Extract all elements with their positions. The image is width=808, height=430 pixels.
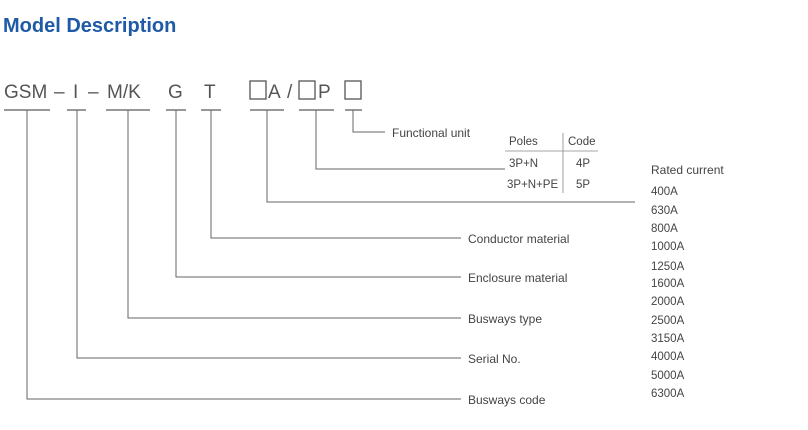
code-conductor: T	[204, 82, 216, 103]
rated-current-value: 1000A	[651, 241, 685, 253]
label-functional-unit: Functional unit	[392, 126, 471, 140]
poles-table-row-2-code: 5P	[576, 179, 590, 191]
rated-current-value: 4000A	[651, 351, 685, 363]
poles-table-row-2-poles: 3P+N+PE	[507, 179, 558, 191]
code-dash-2: –	[88, 82, 99, 103]
label-enclosure-material: Enclosure material	[468, 271, 567, 285]
label-busways-code: Busways code	[468, 393, 546, 407]
rated-current-value: 1250A	[651, 261, 685, 273]
code-enclosure: G	[168, 82, 183, 103]
label-serial-no: Serial No.	[468, 352, 521, 366]
rated-current-value: 6300A	[651, 388, 685, 400]
label-conductor-material: Conductor material	[468, 232, 569, 246]
code-slash: /	[287, 82, 293, 103]
poles-table-row-1-code: 4P	[576, 158, 590, 170]
code-poles-box	[298, 80, 316, 100]
label-busways-type: Busways type	[468, 312, 542, 326]
code-type: M/K	[107, 82, 141, 103]
leader-functional-unit	[352, 110, 385, 133]
leader-busways-code	[26, 110, 461, 400]
poles-table: Poles Code 3P+N 4P 3P+N+PE 5P	[505, 133, 598, 193]
code-rated-suffix: A	[268, 82, 281, 103]
poles-table-header-poles: Poles	[509, 136, 538, 148]
code-poles-suffix: P	[318, 82, 331, 103]
leader-conductor	[210, 110, 461, 239]
leader-rated-current	[266, 110, 635, 203]
rated-current-value: 400A	[651, 186, 678, 198]
rated-current-value: 630A	[651, 205, 678, 217]
rated-current-value: 3150A	[651, 333, 685, 345]
rated-current-value: 1600A	[651, 278, 685, 290]
rated-current-list: Rated current 400A 630A 800A 1000A 1250A…	[651, 163, 724, 400]
leader-poles	[315, 110, 505, 170]
page-title: Model Description	[3, 15, 176, 37]
leader-busways-type	[127, 110, 461, 319]
rated-current-value: 2000A	[651, 296, 685, 308]
rated-current-heading: Rated current	[651, 163, 724, 177]
poles-table-row-1-poles: 3P+N	[509, 158, 538, 170]
code-functional-box	[344, 80, 362, 100]
poles-table-header-code: Code	[568, 136, 596, 148]
leader-serial	[76, 110, 461, 359]
leader-enclosure	[175, 110, 461, 278]
code-dash-1: –	[54, 82, 65, 103]
rated-current-value: 5000A	[651, 370, 685, 382]
code-busways: GSM	[4, 82, 47, 103]
code-serial: I	[73, 82, 78, 103]
rated-current-value: 800A	[651, 223, 678, 235]
code-rated-box	[249, 80, 267, 100]
rated-current-value: 2500A	[651, 315, 685, 327]
